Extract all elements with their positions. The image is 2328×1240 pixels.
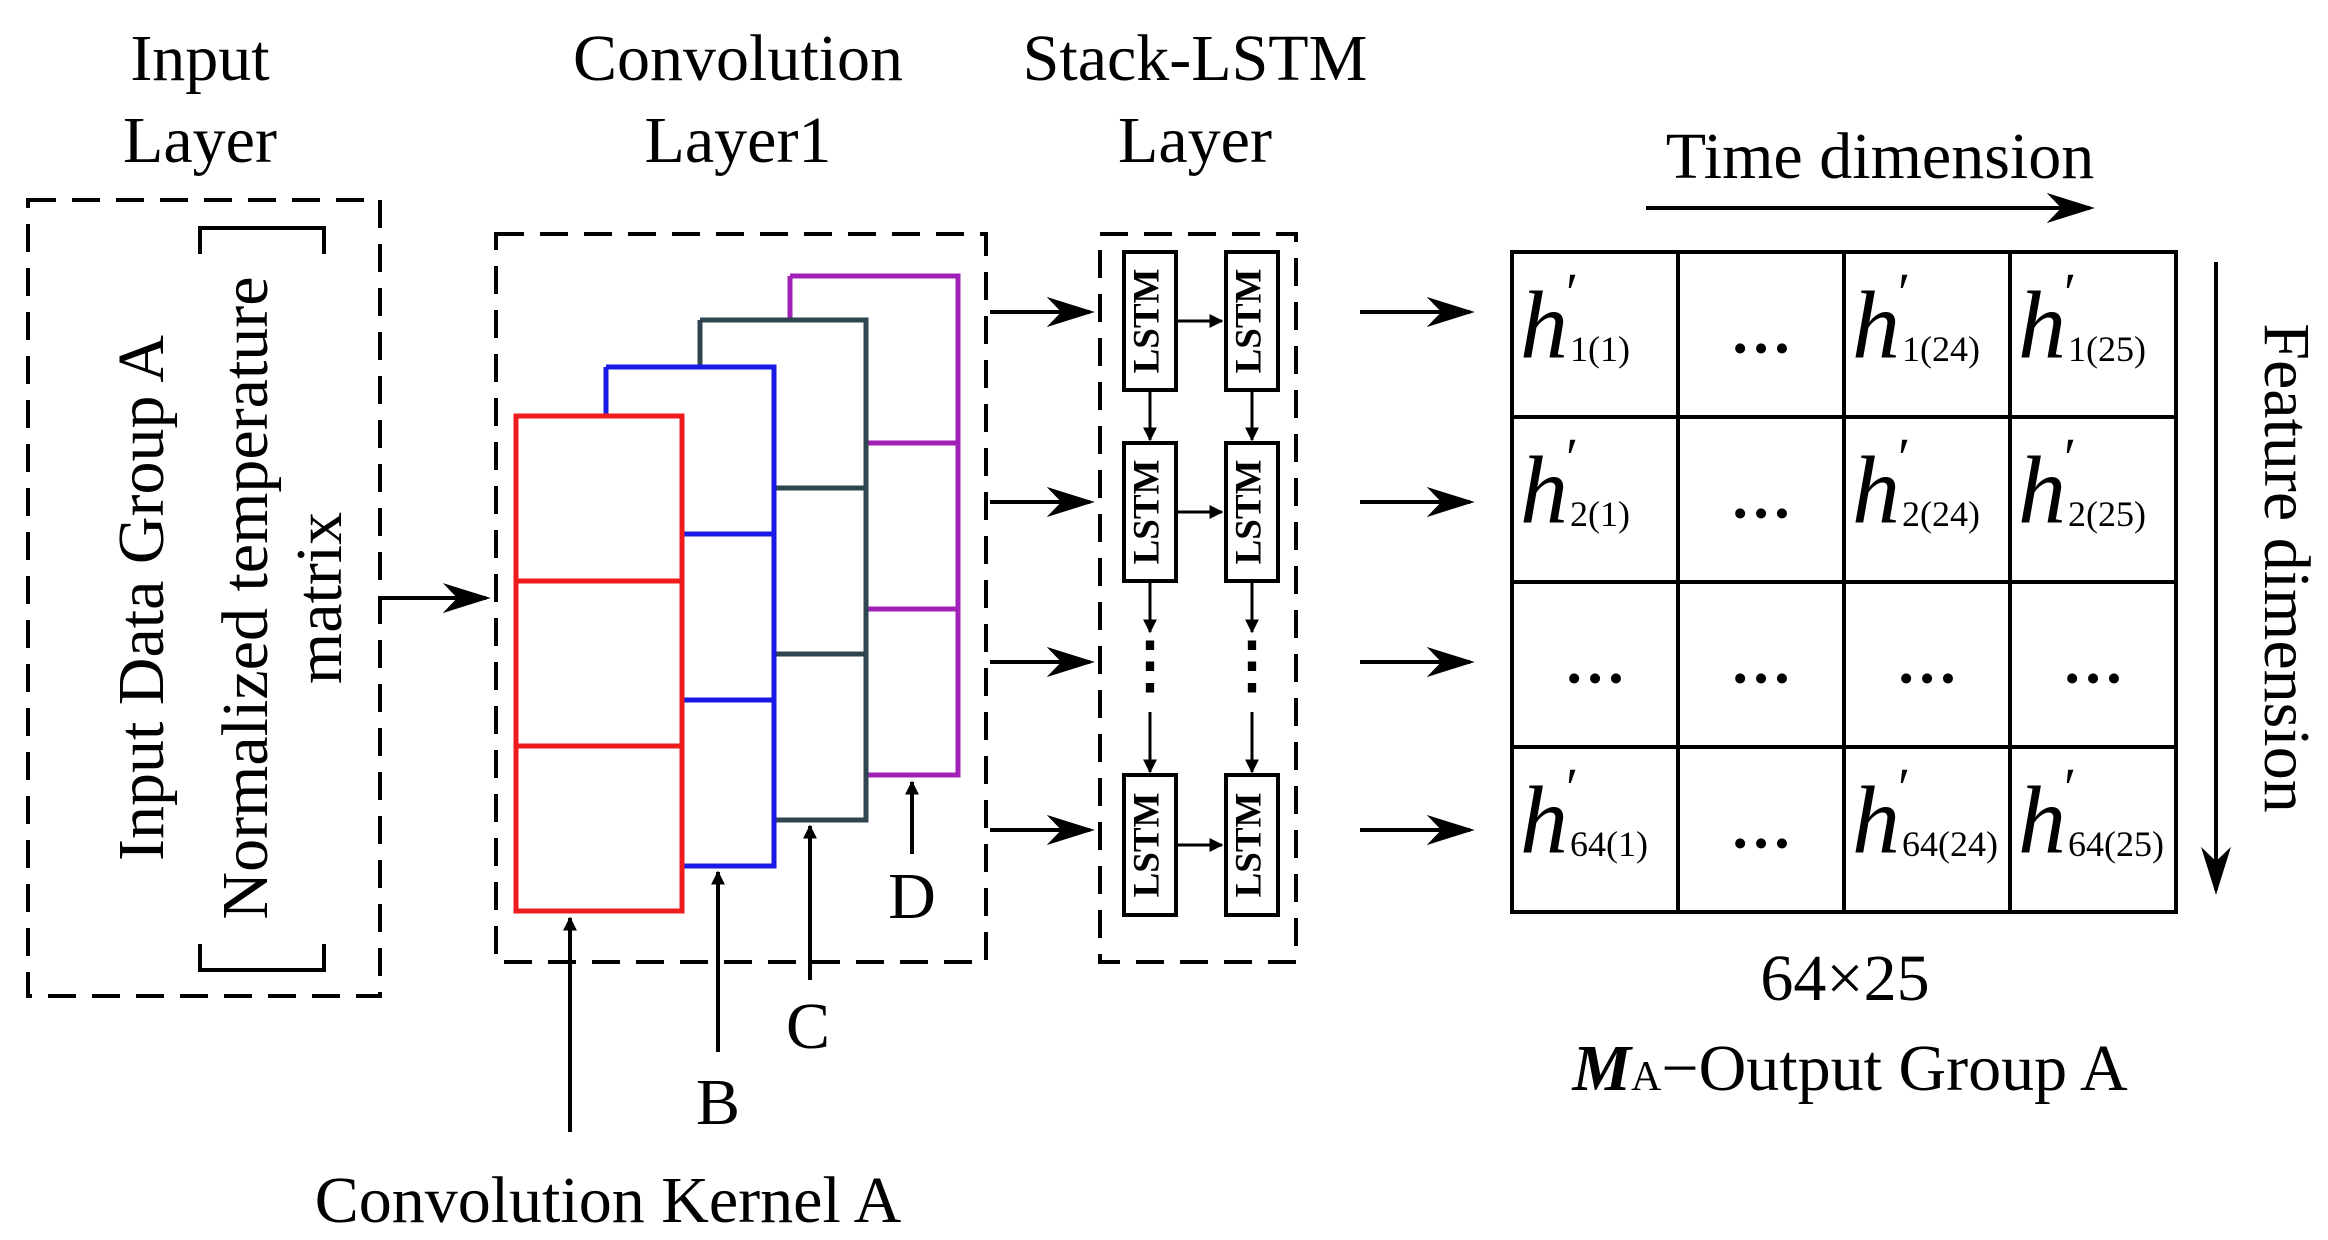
output-label: −Output Group A — [1661, 1032, 2128, 1105]
matrix-cell-index: 2(25) — [2068, 494, 2146, 534]
matrix-cell-symbol: h — [2018, 437, 2066, 544]
lstm-ellipsis: ⋮ — [1119, 632, 1181, 700]
lstm-column-1: LSTM LSTM ⋮ LSTM — [1119, 250, 1181, 917]
matrix-cell-symbol: h — [1520, 272, 1568, 379]
matrix-cell-symbol: h — [1852, 437, 1900, 544]
matrix-ellipsis: … — [1730, 299, 1792, 367]
lstm-cell: LSTM — [1224, 773, 1280, 917]
matrix-ellipsis: … — [1730, 794, 1792, 862]
matrix-ellipsis: … — [1730, 629, 1792, 697]
lstm-cell-label: LSTM — [1228, 793, 1269, 898]
matrix-cell-symbol: h — [1520, 437, 1568, 544]
matrix-cell-index: 1(25) — [2068, 329, 2146, 369]
matrix-cell: … — [1730, 299, 1792, 367]
lstm-cell-label: LSTM — [1126, 460, 1167, 565]
matrix-cell: h′ 2(24) — [1852, 427, 1980, 543]
matrix-ellipsis: … — [1730, 464, 1792, 532]
matrix-cell: h′ 64(1) — [1520, 757, 1648, 873]
matrix-ellipsis: … — [1564, 629, 1626, 697]
output-size: 64×25 — [1760, 942, 1929, 1015]
matrix-bracket-top — [198, 226, 326, 254]
matrix-bracket-bottom — [198, 944, 326, 972]
kernel-d — [787, 273, 961, 778]
lstm-layer-title-2: Layer — [1118, 104, 1272, 177]
lstm-cell-label: LSTM — [1126, 793, 1167, 898]
matrix-cell-prime: ′ — [1898, 757, 1910, 819]
matrix-cell-index: 1(1) — [1570, 329, 1630, 369]
matrix-label-line2: matrix — [283, 512, 356, 684]
matrix-ellipsis: … — [1896, 629, 1958, 697]
lstm-layer-title-1: Stack-LSTM — [1023, 22, 1368, 95]
matrix-cell-prime: ′ — [2064, 262, 2076, 324]
matrix-cell-index: 64(1) — [1570, 824, 1648, 864]
lstm-cell-label: LSTM — [1228, 269, 1269, 374]
lstm-cell: LSTM — [1122, 441, 1178, 583]
matrix-cell: … — [1730, 464, 1792, 532]
matrix-cell: … — [1730, 629, 1792, 697]
matrix-label-line1: Normalized temperature — [209, 276, 282, 919]
lstm-cell: LSTM — [1122, 250, 1178, 392]
conv-to-lstm-arrows — [990, 297, 1095, 845]
output-symbol: M — [1571, 1032, 1633, 1105]
conv-layer-box — [494, 232, 988, 964]
matrix-cell: … — [2062, 629, 2124, 697]
lstm-cell-label: LSTM — [1126, 269, 1167, 374]
lstm-cell: LSTM — [1122, 773, 1178, 917]
matrix-cell-symbol: h — [1852, 767, 1900, 874]
matrix-cell: h′ 64(25) — [2018, 757, 2164, 873]
conv-layer-title-1: Convolution — [573, 22, 903, 95]
matrix-cell: h′ 2(1) — [1520, 427, 1630, 543]
matrix-cell: … — [1896, 629, 1958, 697]
output-matrix: h′1(1)…h′1(24)h′1(25)h′2(1)…h′2(24)h′2(2… — [1510, 250, 2178, 914]
lstm-column-2: LSTM LSTM ⋮ LSTM — [1221, 250, 1283, 917]
matrix-cell-symbol: h — [2018, 767, 2066, 874]
matrix-cell-symbol: h — [2018, 272, 2066, 379]
matrix-cell-index: 64(24) — [1902, 824, 1998, 864]
matrix-cell-index: 2(1) — [1570, 494, 1630, 534]
kernel-d-label: D — [888, 860, 936, 933]
feature-dimension-label: Feature dimension — [2250, 323, 2323, 812]
matrix-cell-prime: ′ — [2064, 757, 2076, 819]
matrix-cell-prime: ′ — [1566, 262, 1578, 324]
kernel-c — [697, 317, 869, 823]
matrix-cell: … — [1564, 629, 1626, 697]
matrix-cell-symbol: h — [1520, 767, 1568, 874]
matrix-cell: h′ 64(24) — [1852, 757, 1998, 873]
input-layer-title-2: Layer — [123, 104, 277, 177]
matrix-cell: h′ 1(24) — [1852, 262, 1980, 378]
output-group-caption: MA−Output Group A — [1571, 1032, 2128, 1105]
matrix-cell-index: 64(25) — [2068, 824, 2164, 864]
input-layer-title-1: Input — [130, 22, 269, 95]
kernel-b — [603, 364, 777, 869]
kernel-b-label: B — [696, 1066, 740, 1139]
lstm-to-output-arrows — [1360, 297, 1475, 845]
time-dimension-label: Time dimension — [1666, 120, 2094, 193]
kernel-a — [513, 413, 685, 914]
kernel-a-label: Convolution Kernel A — [315, 1164, 902, 1237]
matrix-cell-index: 1(24) — [1902, 329, 1980, 369]
lstm-layer-box — [1098, 232, 1298, 964]
lstm-connections — [1143, 314, 1259, 852]
matrix-cell: h′ 1(1) — [1520, 262, 1630, 378]
kernel-c-label: C — [786, 990, 830, 1063]
matrix-cell-prime: ′ — [1898, 262, 1910, 324]
conv-layer-title-2: Layer1 — [645, 104, 832, 177]
matrix-ellipsis: … — [2062, 629, 2124, 697]
matrix-cell-symbol: h — [1852, 272, 1900, 379]
matrix-cell-prime: ′ — [1566, 427, 1578, 489]
matrix-cell: h′ 1(25) — [2018, 262, 2146, 378]
matrix-cell-prime: ′ — [2064, 427, 2076, 489]
lstm-cell-label: LSTM — [1228, 460, 1269, 565]
matrix-cell: h′ 2(25) — [2018, 427, 2146, 543]
output-subscript: A — [1631, 1054, 1662, 1100]
matrix-cell-prime: ′ — [1566, 757, 1578, 819]
lstm-cell: LSTM — [1224, 441, 1280, 583]
matrix-cell: … — [1730, 794, 1792, 862]
lstm-ellipsis: ⋮ — [1221, 632, 1283, 700]
matrix-cell-index: 2(24) — [1902, 494, 1980, 534]
matrix-cell-prime: ′ — [1898, 427, 1910, 489]
input-group-label: Input Data Group A — [105, 335, 178, 861]
lstm-cell: LSTM — [1224, 250, 1280, 392]
